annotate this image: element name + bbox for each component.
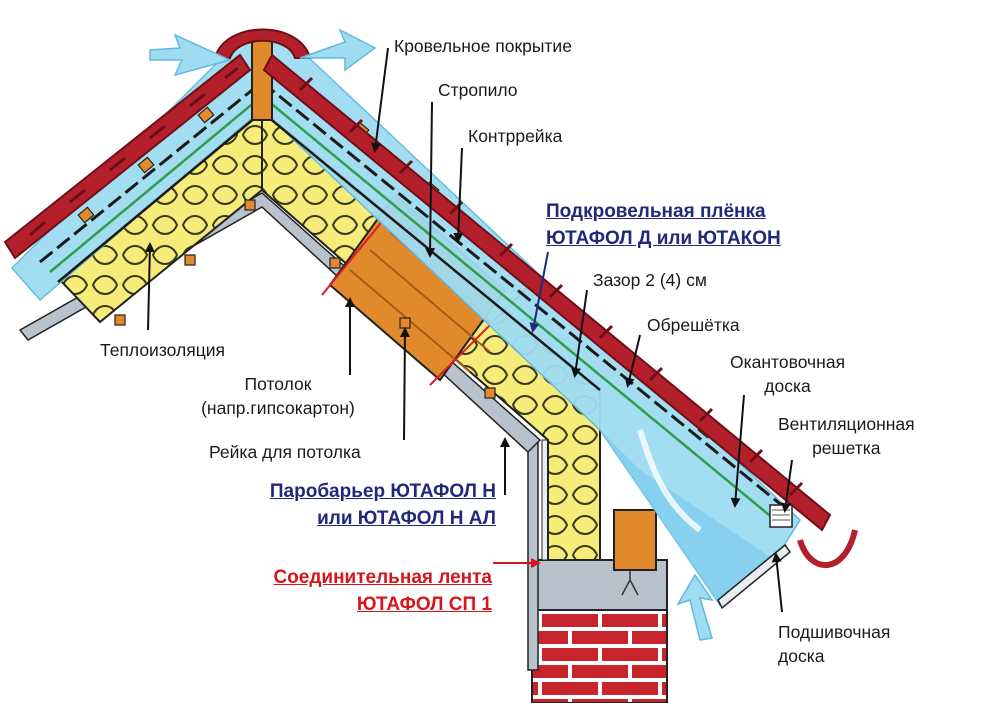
roof-tiles-right <box>262 53 832 532</box>
label-vent-grille-line2: решетка <box>812 438 881 458</box>
label-insulation: Теплоизоляция <box>100 340 225 360</box>
label-vapor-barrier: Паробарьер ЮТАФОЛ Н или ЮТАФОЛ Н АЛ <box>196 478 496 532</box>
leader-roof-covering <box>370 47 389 153</box>
label-soffit-board-line2: доска <box>778 646 825 666</box>
label-vent-grille: Вентиляционная решетка <box>778 412 915 460</box>
leader-gap <box>571 289 588 378</box>
label-connecting-tape-line1: Соединительная лента <box>273 567 492 588</box>
brick-wall <box>531 509 668 703</box>
label-roof-covering: Кровельное покрытие <box>394 36 572 56</box>
label-vapor-barrier-line1: Паробарьер ЮТАФОЛ Н <box>269 481 496 502</box>
label-counter-batten: Контррейка <box>468 126 563 146</box>
leader-insulation <box>144 242 155 331</box>
label-membrane-line1: Подкровельная плёнка <box>546 201 766 222</box>
leader-vent-grille <box>781 459 793 513</box>
label-soffit-board-line1: Подшивочная <box>778 622 891 642</box>
leader-ceiling-rail <box>399 327 410 441</box>
leader-membrane <box>529 251 549 333</box>
label-vent-grille-line1: Вентиляционная <box>778 414 915 434</box>
label-ceiling-rail: Рейка для потолка <box>209 442 361 462</box>
leader-soffit <box>771 552 783 613</box>
gutter <box>797 529 858 569</box>
label-edge-board-line1: Окантовочная <box>730 352 846 372</box>
label-membrane-line2: ЮТАФОЛ Д или ЮТАКОН <box>546 228 781 249</box>
ridge-beam <box>251 34 273 121</box>
label-ceiling-line2: (напр.гипсокартон) <box>201 398 355 418</box>
label-gap: Зазор 2 (4) см <box>593 270 707 290</box>
label-soffit-board: Подшивочная доска <box>778 620 890 668</box>
label-connecting-tape: Соединительная лента ЮТАФОЛ СП 1 <box>190 564 492 618</box>
label-vapor-barrier-line2: или ЮТАФОЛ Н АЛ <box>317 508 496 529</box>
leader-edge-board <box>730 394 745 508</box>
leader-batten <box>624 334 641 388</box>
airflow-arrows <box>149 28 714 641</box>
label-membrane: Подкровельная плёнка ЮТАФОЛ Д или ЮТАКОН <box>546 198 781 252</box>
label-connecting-tape-line2: ЮТАФОЛ СП 1 <box>356 594 492 615</box>
label-batten: Обрешётка <box>647 315 740 335</box>
roof-tiles-left <box>3 53 252 260</box>
label-rafter: Стропило <box>438 80 518 100</box>
leader-lines <box>144 47 793 613</box>
leader-rafter <box>425 101 436 258</box>
label-edge-board: Окантовочная доска <box>730 350 845 398</box>
leader-counter-batten <box>453 147 464 243</box>
label-edge-board-line2: доска <box>764 376 811 396</box>
label-ceiling-line1: Потолок <box>244 374 312 394</box>
label-ceiling: Потолок (напр.гипсокартон) <box>178 372 378 420</box>
